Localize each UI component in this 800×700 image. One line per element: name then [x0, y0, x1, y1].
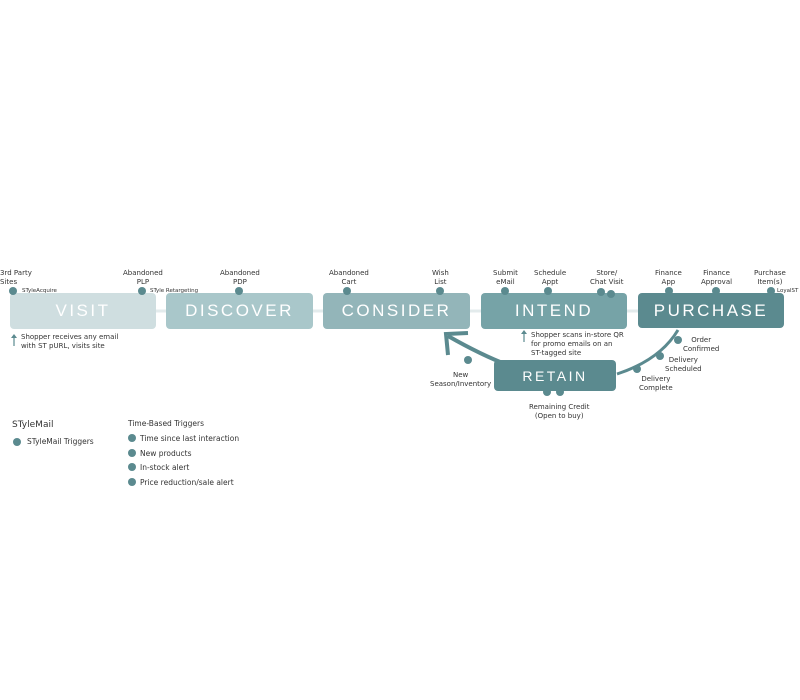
label-delivery-scheduled: Delivery Scheduled	[665, 356, 702, 373]
label-finance-approval: Finance Approval	[701, 269, 733, 286]
legend-time-item: In-stock alert	[140, 463, 190, 472]
legend-triggers: STyleMail Triggers	[27, 437, 94, 446]
stage-consider: CONSIDER	[323, 293, 470, 329]
label-wish-list: Wish List	[432, 269, 449, 286]
intend-up-arrow	[521, 330, 527, 342]
label-purchase-items: Purchase Item(s)	[754, 269, 786, 286]
trigger-dot	[674, 336, 682, 344]
legend-dot	[128, 463, 136, 471]
trigger-dot	[9, 287, 17, 295]
purchase-to-retain-arc	[616, 329, 680, 376]
legend-title: STyleMail	[12, 420, 54, 430]
label-abandoned-plp: Abandoned PLP	[123, 269, 163, 286]
note-intend: Shopper scans in-store QR for promo emai…	[531, 331, 624, 357]
trigger-dot	[544, 287, 552, 295]
trigger-dot	[656, 352, 664, 360]
legend-dot	[128, 478, 136, 486]
trigger-dot	[767, 287, 775, 295]
stage-discover: DISCOVER	[166, 293, 313, 329]
trigger-dot	[556, 388, 564, 396]
trigger-dot	[235, 287, 243, 295]
stage-intend: INTEND	[481, 293, 627, 329]
label-remaining-credit: Remaining Credit (Open to buy)	[529, 403, 590, 420]
label-finance-app: Finance App	[655, 269, 682, 286]
trigger-dot	[633, 365, 641, 373]
label-submit-email: Submit eMail	[493, 269, 518, 286]
trigger-dot	[138, 287, 146, 295]
tag-retargeting: STyle Retargeting	[150, 288, 199, 294]
label-schedule-appt: Schedule Appt	[534, 269, 567, 286]
trigger-dot	[543, 388, 551, 396]
tag-loyal: LoyalST	[777, 288, 799, 294]
label-abandoned-cart: Abandoned Cart	[329, 269, 369, 286]
visit-up-arrow	[11, 334, 17, 346]
legend-time-item: Time since last interaction	[140, 434, 240, 443]
stage-visit: VISIT	[10, 293, 156, 329]
trigger-dot	[436, 287, 444, 295]
trigger-dot	[597, 288, 605, 296]
legend-time-item: Price reduction/sale alert	[140, 478, 234, 487]
legend-time-title: Time-Based Triggers	[128, 419, 204, 428]
trigger-dot	[464, 356, 472, 364]
retain-arrowhead	[443, 331, 469, 356]
trigger-dot	[343, 287, 351, 295]
legend-trigger-dot	[13, 438, 21, 446]
legend-time-item: New products	[140, 449, 192, 458]
stage-purchase: PURCHASE	[638, 293, 784, 328]
trigger-dot	[712, 287, 720, 295]
stage-retain: RETAIN	[494, 360, 616, 391]
trigger-dot	[665, 287, 673, 295]
label-new-season: New Season/Inventory	[430, 371, 492, 388]
label-store-chat: Store/ Chat Visit	[590, 269, 624, 286]
label-3rd-party: 3rd Party Sites	[0, 269, 32, 286]
label-delivery-complete: Delivery Complete	[639, 375, 673, 392]
label-order-confirmed: Order Confirmed	[683, 336, 720, 353]
tag-acquire: STyleAcquire	[22, 288, 57, 294]
trigger-dot	[501, 287, 509, 295]
legend-dot	[128, 434, 136, 442]
legend-dot	[128, 449, 136, 457]
label-abandoned-pdp: Abandoned PDP	[220, 269, 260, 286]
trigger-dot	[607, 290, 615, 298]
note-visit: Shopper receives any email with ST pURL,…	[21, 333, 119, 350]
